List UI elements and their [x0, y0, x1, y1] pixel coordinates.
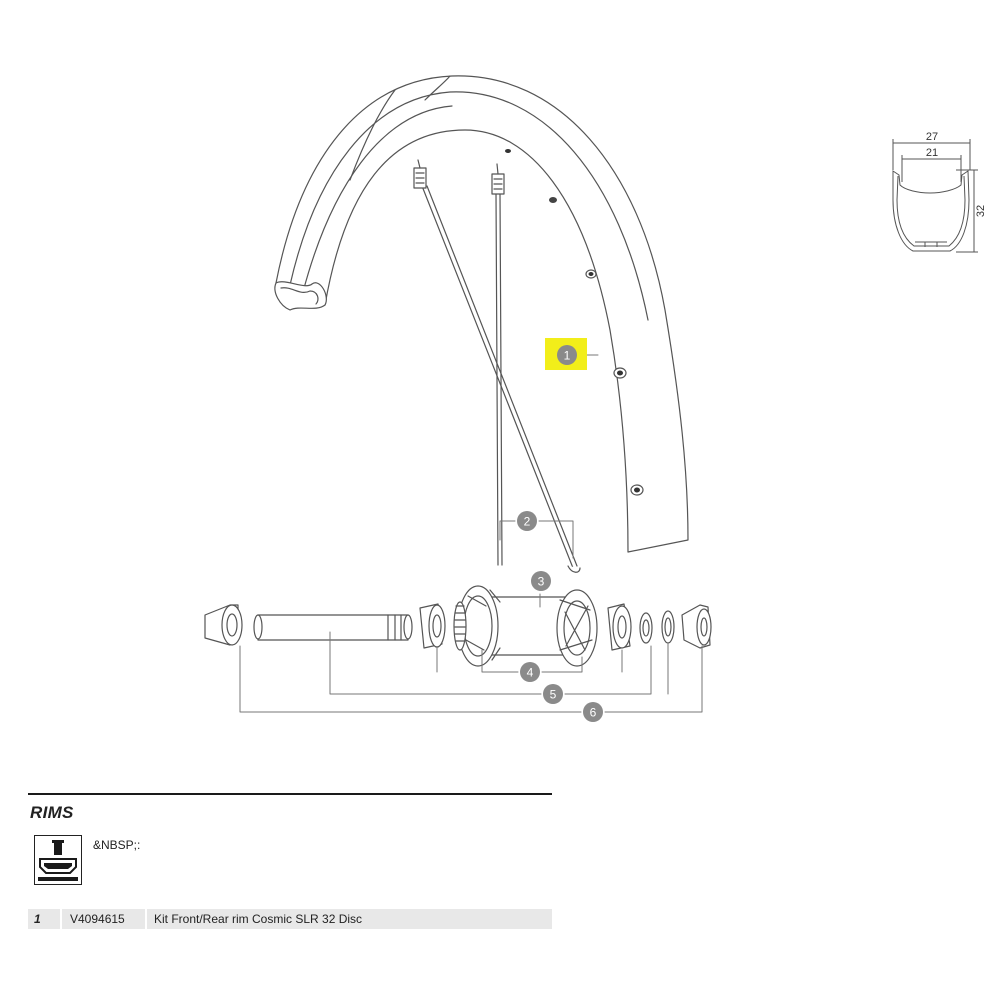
callout-3-label: 3 — [538, 575, 545, 589]
exploded-wheel-diagram: 1 2 3 4 5 6 27 21 32 — [204, 75, 987, 722]
part-description: Kit Front/Rear rim Cosmic SLR 32 Disc — [154, 912, 363, 926]
callout-6-label: 6 — [590, 706, 597, 720]
part-number: 1 — [34, 912, 41, 926]
callout-3-badge[interactable] — [531, 571, 551, 591]
callout-2-label: 2 — [524, 515, 531, 529]
rim-drawing — [274, 75, 689, 553]
rim-height: 32 — [975, 205, 987, 217]
section-title: RIMS — [30, 803, 74, 822]
callout-6-badge[interactable] — [583, 702, 603, 722]
tubeless-tire-icon — [34, 835, 82, 885]
hub-assembly-drawing — [204, 585, 712, 667]
spokes-drawing — [413, 159, 581, 573]
callout-1-badge[interactable] — [557, 345, 577, 365]
callout-4-badge[interactable] — [520, 662, 540, 682]
callout-1-label: 1 — [564, 349, 571, 363]
callout-2-badge[interactable] — [517, 511, 537, 531]
leader-lines — [239, 354, 703, 713]
section-divider — [28, 793, 552, 795]
section-note: &NBSP;: — [93, 838, 141, 852]
rim-profile-section — [892, 139, 978, 253]
part-reference: V4094615 — [70, 912, 125, 926]
column-separator — [60, 909, 62, 929]
callout-5-badge[interactable] — [543, 684, 563, 704]
callout-5-label: 5 — [550, 688, 557, 702]
column-separator — [145, 909, 147, 929]
callout-4-label: 4 — [527, 666, 534, 680]
table-row[interactable]: 1 V4094615 Kit Front/Rear rim Cosmic SLR… — [28, 909, 552, 929]
rim-inner-width: 21 — [926, 147, 938, 159]
rim-outer-width: 27 — [926, 131, 938, 143]
